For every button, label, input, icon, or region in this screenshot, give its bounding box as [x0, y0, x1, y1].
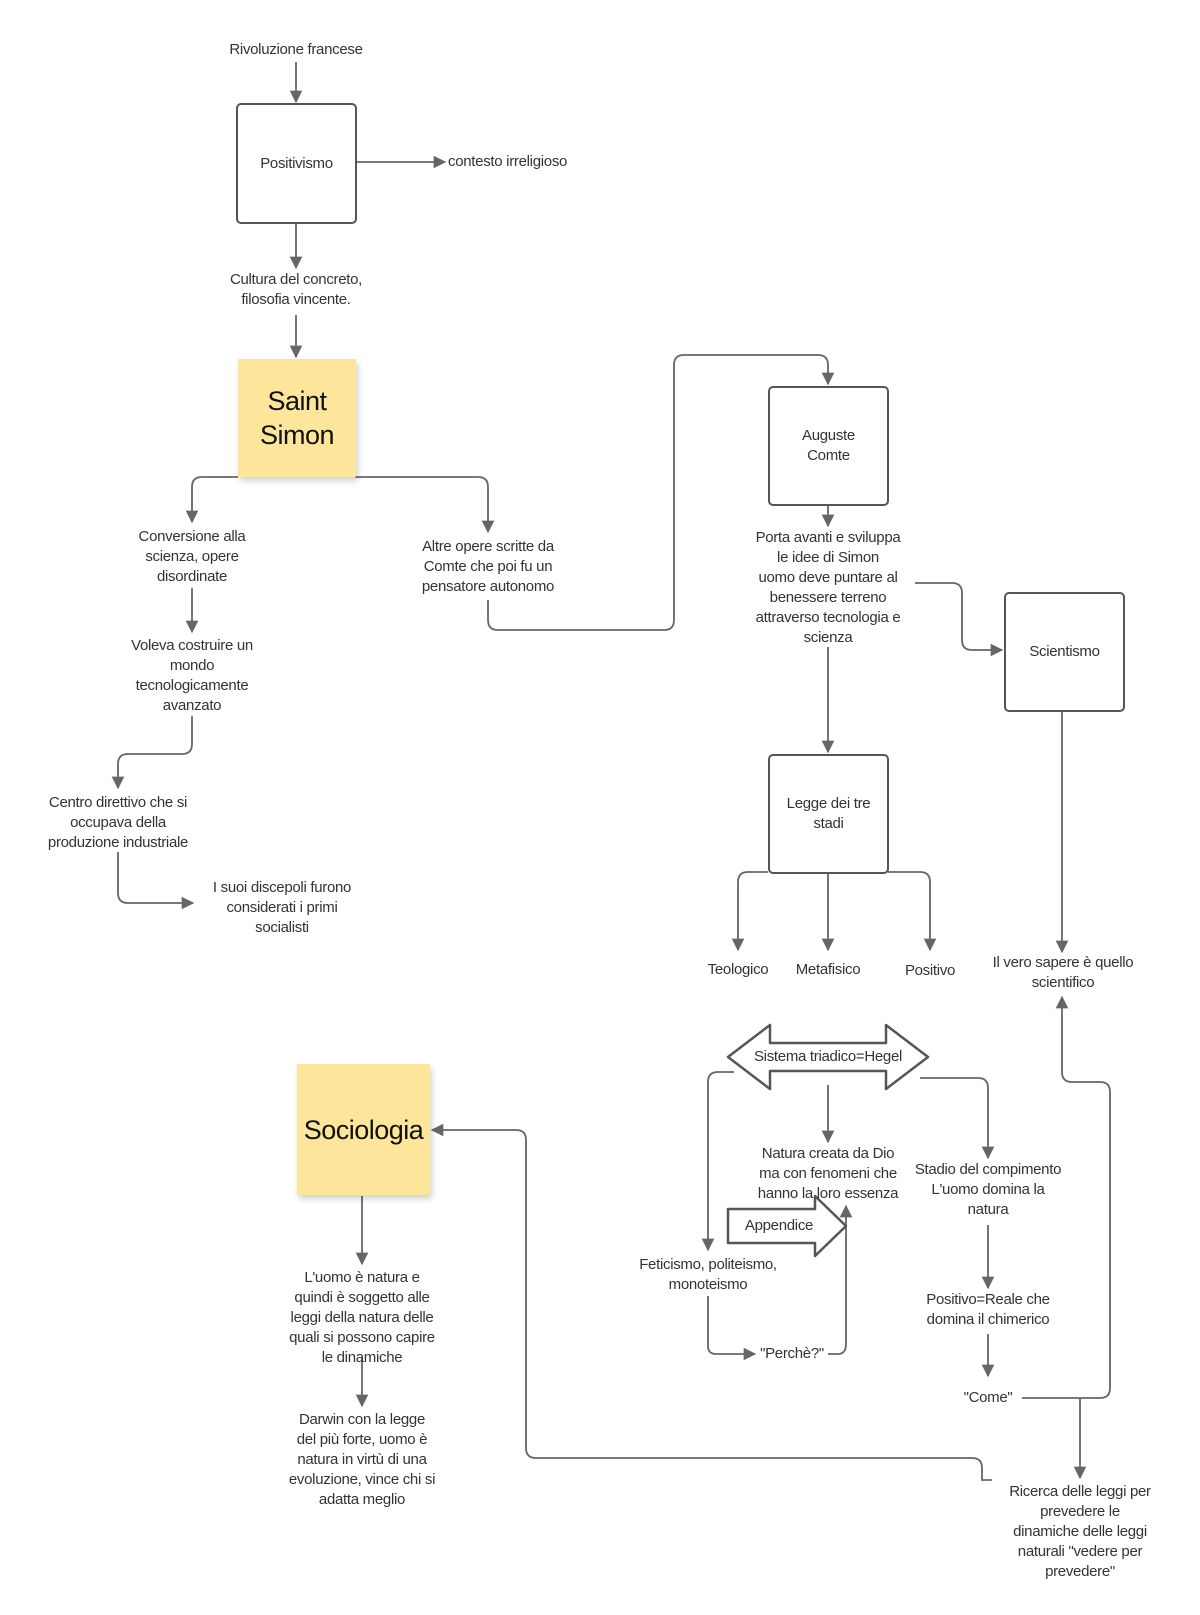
connector	[185, 476, 238, 524]
connector	[487, 354, 835, 631]
cultura-concreto-label: Cultura del concreto, filosofia vincente…	[229, 271, 363, 308]
connector	[707, 1296, 757, 1361]
centro-direttivo-label: Centro direttivo che si occupava della p…	[47, 794, 189, 851]
perche-label: "Perchè?"	[760, 1345, 824, 1362]
vero-sapere-label: Il vero sapere è quello scientifico	[992, 954, 1134, 991]
scientismo-box[interactable]: Scientismo	[1004, 592, 1125, 712]
metafisico-label: Metafisico	[795, 961, 861, 978]
positivo-reale-label: Positivo=Reale che domina il chimerico	[926, 1291, 1050, 1328]
sistema-triadico-label: Sistema triadico=Hegel	[753, 1048, 903, 1065]
porta-avanti-label: Porta avanti e sviluppa le idee di Simon…	[755, 529, 901, 646]
contesto-irreligioso-label: contesto irreligioso	[448, 153, 568, 170]
connector	[920, 1077, 995, 1160]
natura-creata-label: Natura creata da Dio ma con fenomeni che…	[757, 1145, 899, 1202]
connector	[915, 582, 1004, 657]
connector	[117, 852, 195, 910]
connector	[1022, 995, 1111, 1399]
appendice-label: Appendice	[744, 1217, 814, 1234]
positivo-label: Positivo	[904, 962, 956, 979]
darwin-label: Darwin con la legge del più forte, uomo …	[288, 1411, 436, 1508]
voleva-costruire-label: Voleva costruire un mondo tecnologicamen…	[131, 637, 253, 714]
uomo-natura-label: L'uomo è natura e quindi è soggetto alle…	[289, 1269, 435, 1366]
connector	[731, 871, 768, 952]
conversione-scienza-label: Conversione alla scienza, opere disordin…	[138, 528, 246, 585]
connector	[430, 1123, 992, 1481]
altre-opere-label: Altre opere scritte da Comte che poi fu …	[421, 538, 555, 595]
sociologia-sticky[interactable]: Sociologia	[297, 1064, 430, 1195]
sistema-double-arrow-shape	[726, 1023, 930, 1091]
connector	[888, 871, 937, 952]
legge-tre-stadi-box[interactable]: Legge dei tre stadi	[768, 754, 889, 874]
connector	[701, 1071, 734, 1252]
discepoli-label: I suoi discepoli furono considerati i pr…	[212, 879, 352, 936]
teologico-label: Teologico	[707, 961, 769, 978]
auguste-comte-box[interactable]: Auguste Comte	[768, 386, 889, 506]
rivoluzione-francese-label: Rivoluzione francese	[229, 41, 363, 58]
positivismo-box[interactable]: Positivismo	[236, 103, 357, 224]
appendice-arrow-shape	[726, 1194, 848, 1258]
connector	[355, 476, 495, 534]
come-label: "Come"	[963, 1389, 1013, 1406]
connector	[111, 716, 193, 790]
connector	[828, 1204, 853, 1355]
saint-simon-sticky[interactable]: Saint Simon	[238, 359, 356, 477]
ricerca-leggi-label: Ricerca delle leggi per prevedere le din…	[1009, 1483, 1151, 1580]
stadio-compimento-label: Stadio del compimento L'uomo domina la n…	[914, 1161, 1062, 1218]
feticismo-label: Feticismo, politeismo, monoteismo	[639, 1256, 777, 1293]
